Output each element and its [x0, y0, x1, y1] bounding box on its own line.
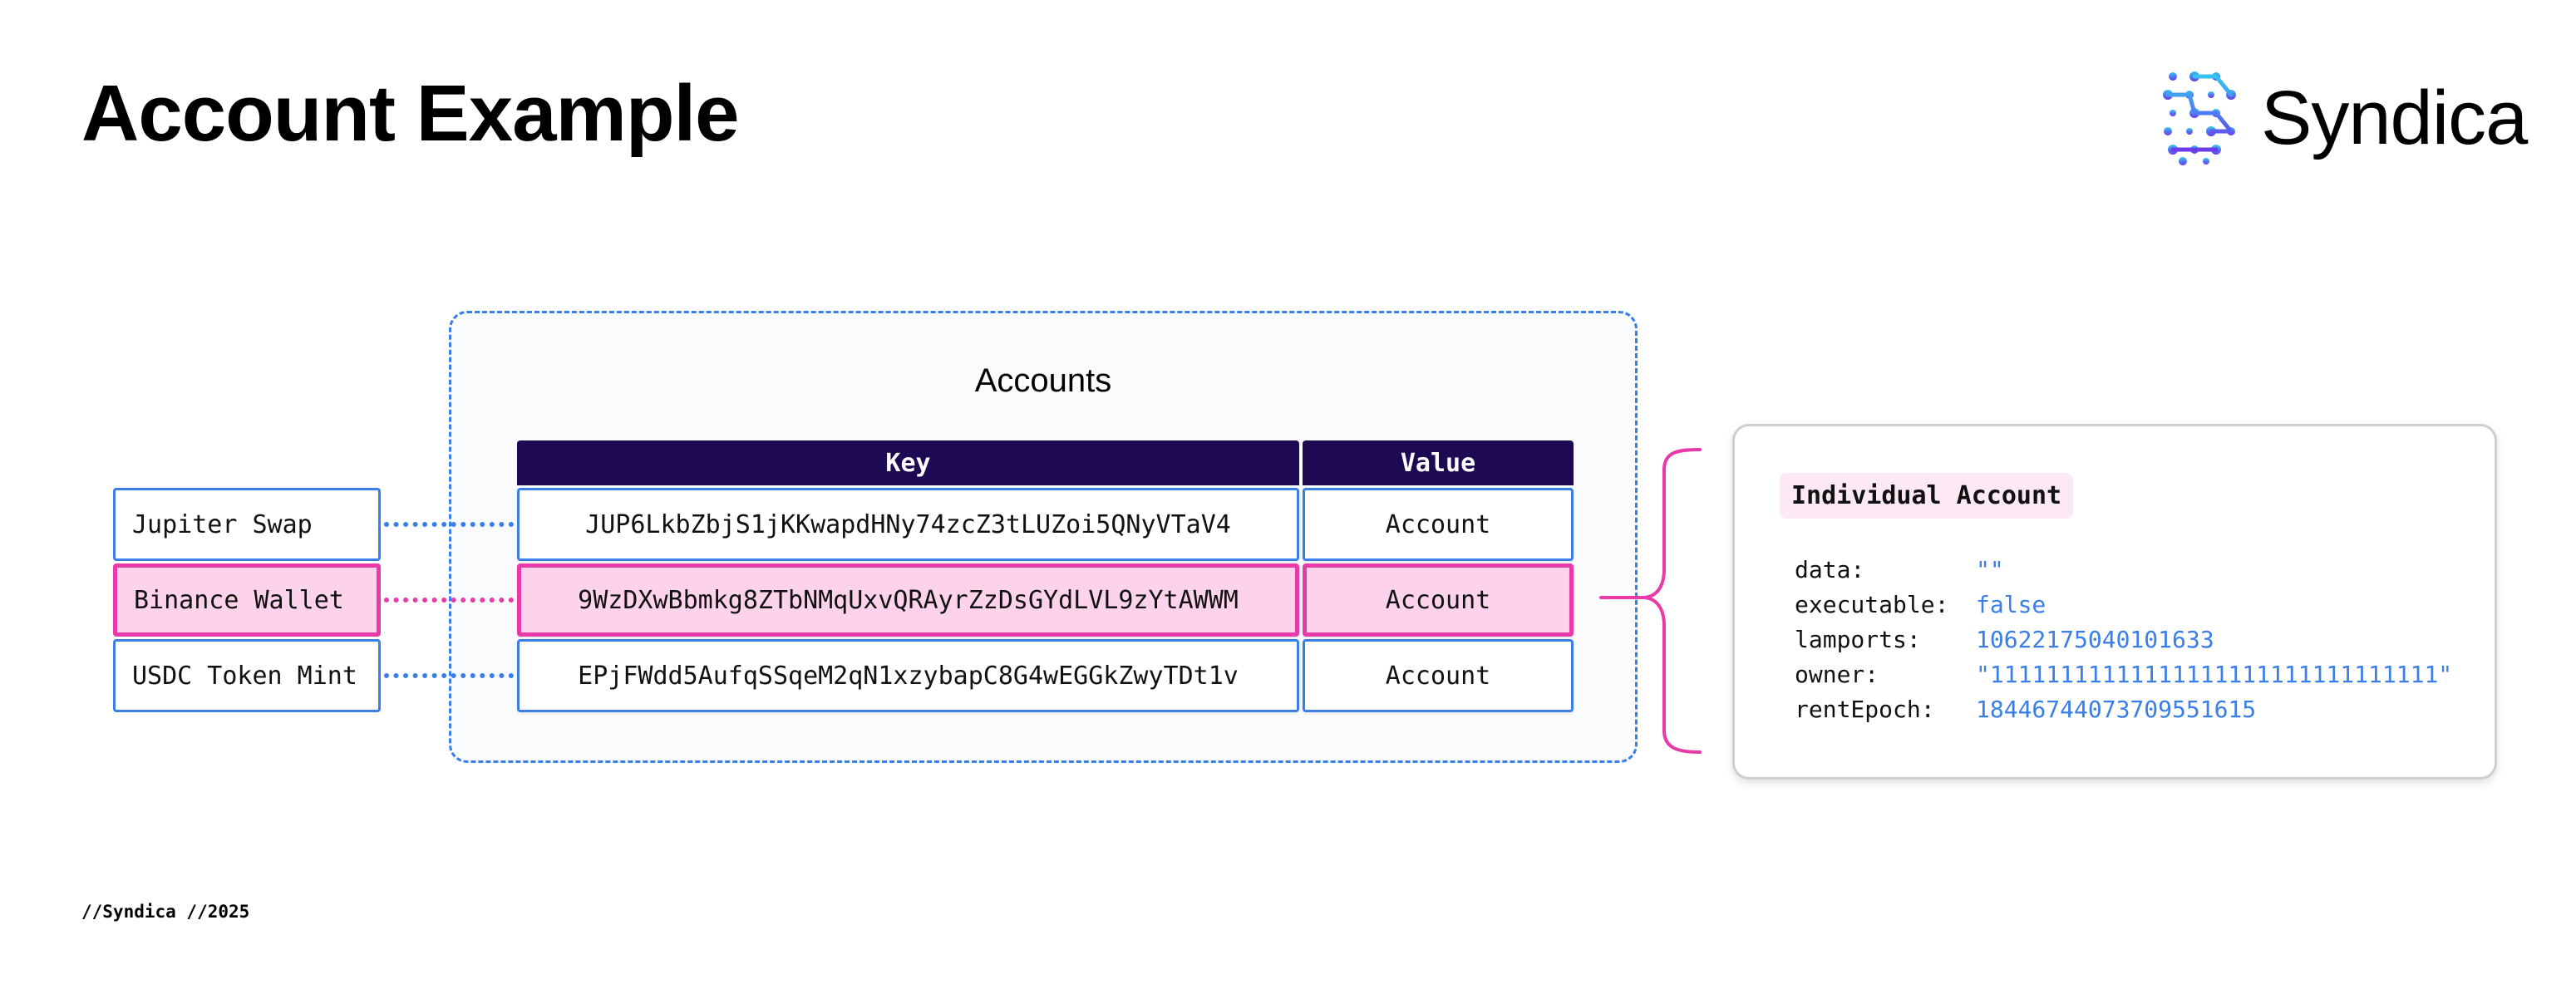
brand-logo: Syndica — [2161, 68, 2528, 168]
field-value: 18446744073709551615 — [1976, 696, 2257, 723]
field-key: data: — [1795, 556, 1865, 583]
account-field: executable: false — [1795, 591, 2046, 618]
field-key: owner: — [1795, 661, 1879, 688]
page-title: Account Example — [81, 69, 740, 158]
individual-account-title: Individual Account — [1780, 473, 2074, 519]
field-value: 10622175040101633 — [1976, 626, 2214, 653]
field-key: executable: — [1795, 591, 1949, 618]
field-key: lamports: — [1795, 626, 1921, 653]
field-value: "" — [1976, 556, 2004, 583]
account-value-cell: Account — [1303, 488, 1574, 561]
field-value: false — [1976, 591, 2047, 618]
syndica-logo-icon — [2163, 71, 2236, 165]
brand-name: Syndica — [2261, 76, 2528, 160]
account-label-usdc-token-mint: USDC Token Mint — [113, 639, 381, 712]
account-field: rentEpoch: 18446744073709551615 — [1795, 696, 2256, 723]
key-column-header: Key — [517, 440, 1299, 485]
account-value-cell: Account — [1303, 639, 1574, 712]
curly-brace-icon — [1599, 448, 1702, 754]
account-field: data: "" — [1795, 556, 2004, 583]
accounts-store-title: Accounts — [974, 362, 1112, 399]
account-key-cell: JUP6LkbZbjS1jKKwapdHNy74zcZ3tLUZoi5QNyVT… — [517, 488, 1299, 561]
account-field: owner: "11111111111111111111111111111111… — [1795, 661, 2452, 688]
account-field: lamports: 10622175040101633 — [1795, 626, 2214, 653]
field-value: "11111111111111111111111111111111" — [1976, 661, 2453, 688]
account-key-cell-highlighted: 9WzDXwBbmkg8ZTbNMqUxvQRAyrZzDsGYdLVL9zYt… — [517, 563, 1299, 637]
footer-text: //Syndica //2025 — [81, 902, 250, 922]
account-label-binance-wallet: Binance Wallet — [113, 563, 381, 637]
individual-account-card: Individual Account data: "" executable: … — [1732, 424, 2497, 780]
connector-dots — [384, 673, 514, 678]
account-key-cell: EPjFWdd5AufqSSqeM2qN1xzybapC8G4wEGGkZwyT… — [517, 639, 1299, 712]
account-value-cell-highlighted: Account — [1303, 563, 1574, 637]
connector-dots — [384, 522, 514, 527]
value-column-header: Value — [1303, 440, 1574, 485]
account-label-jupiter-swap: Jupiter Swap — [113, 488, 381, 561]
field-key: rentEpoch: — [1795, 696, 1935, 723]
connector-dots-highlighted — [384, 598, 514, 603]
